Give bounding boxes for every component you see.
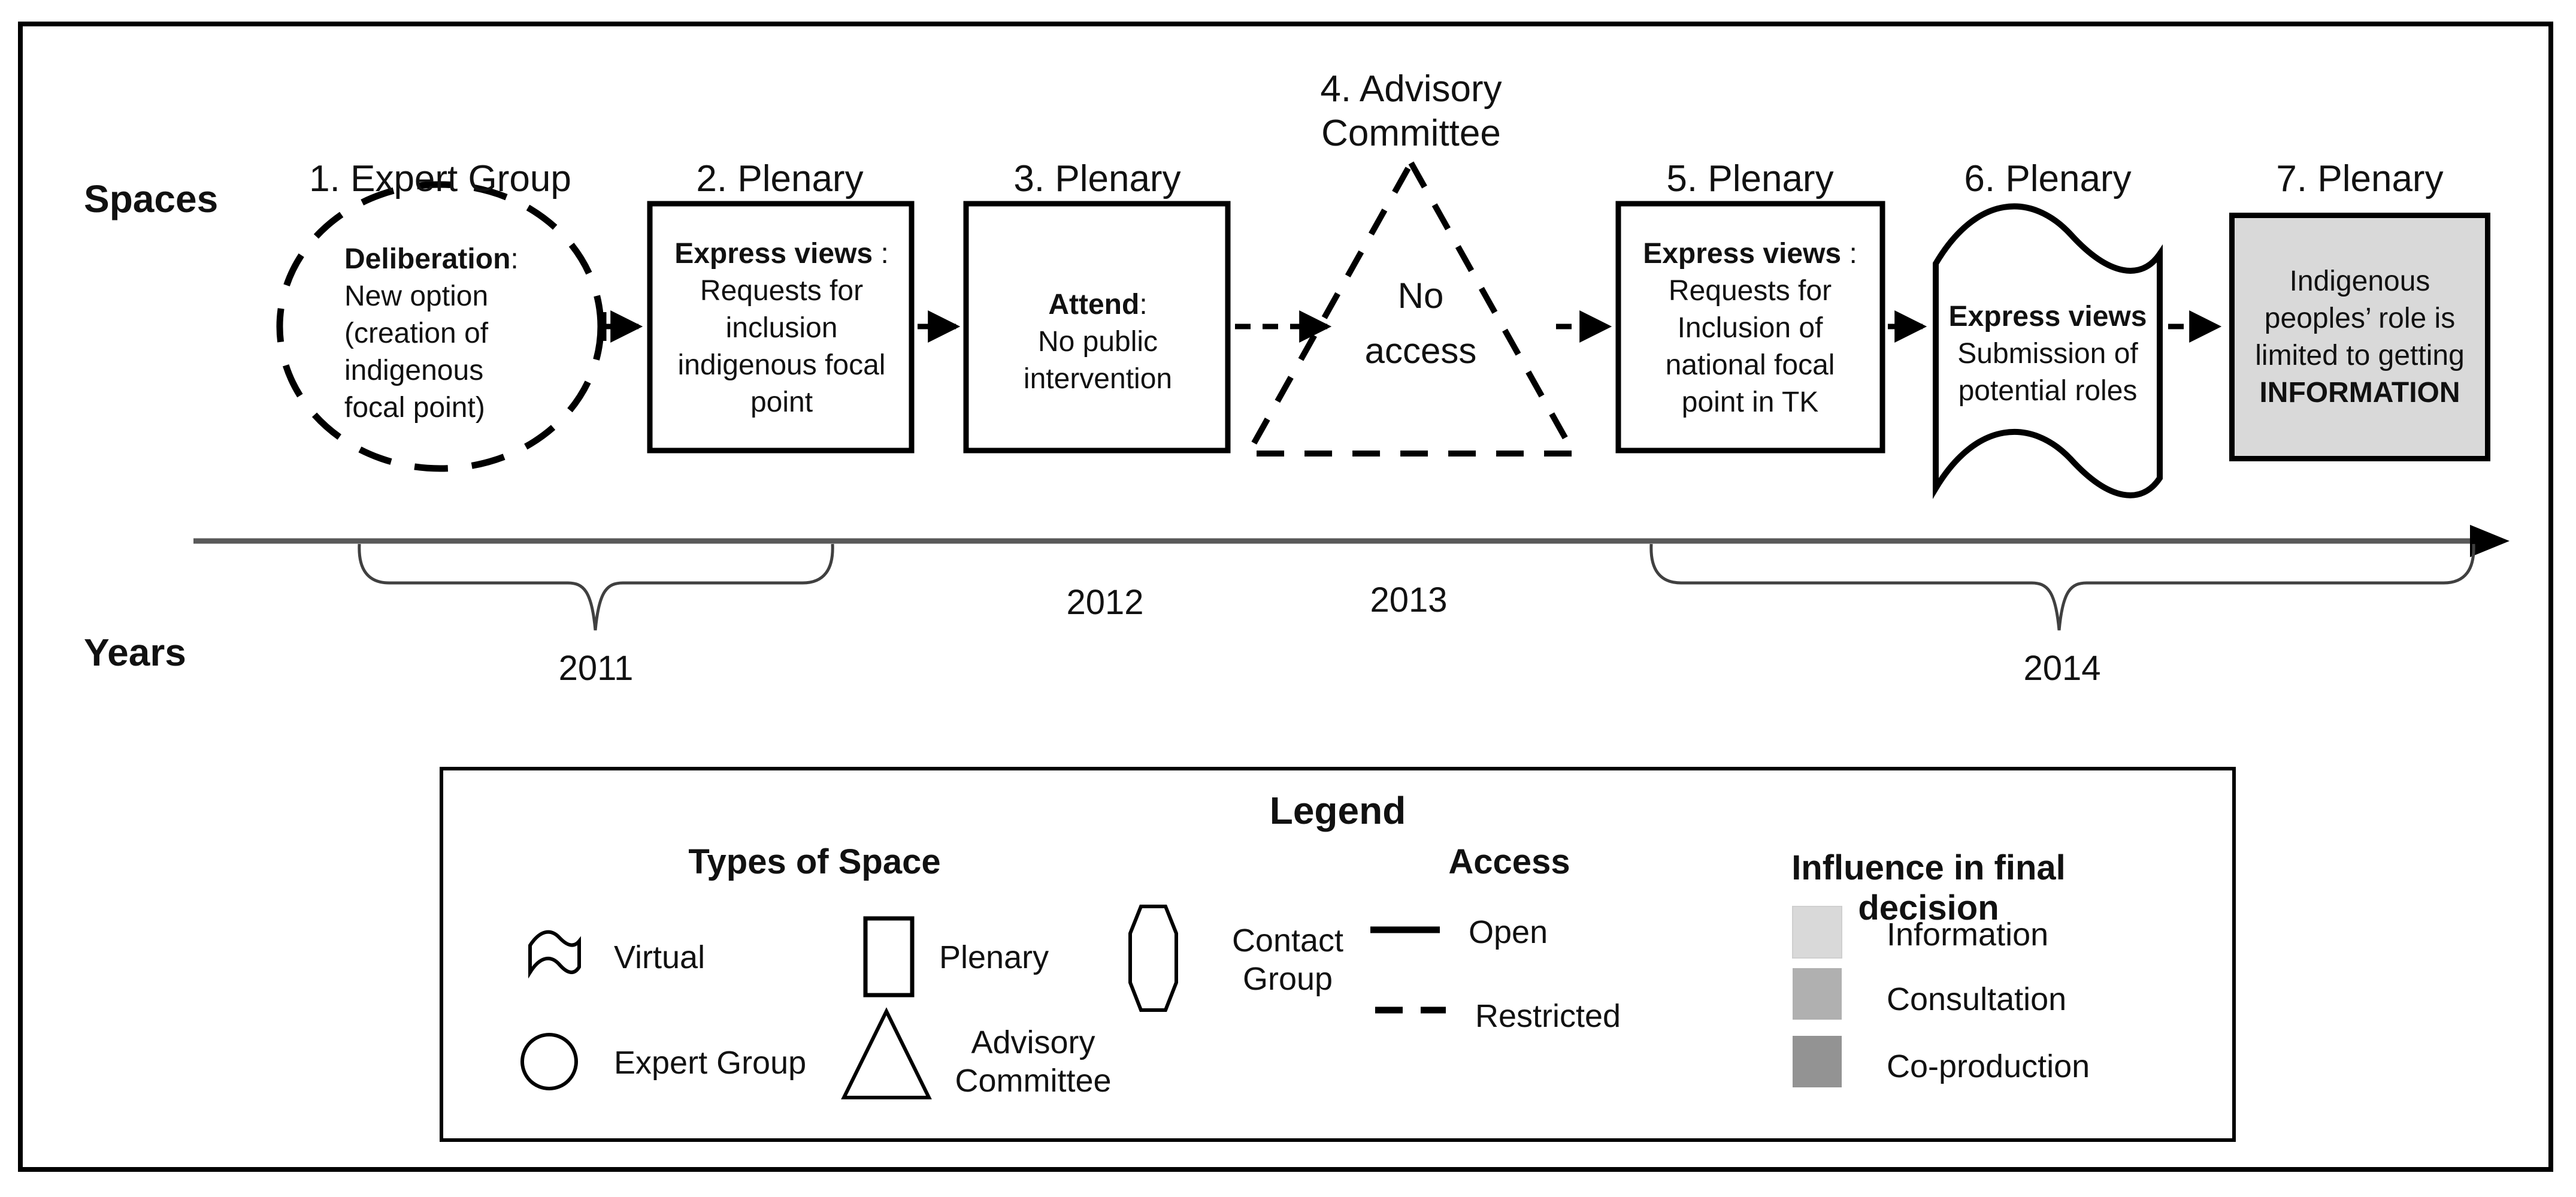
node5-body-text: Requests for Inclusion of national focal…	[1665, 275, 1835, 418]
years-axis-label: Years	[84, 631, 186, 674]
square-icon	[863, 916, 915, 998]
node4-title: 4. Advisory Committee	[1320, 68, 1502, 154]
legend-label-coproduction: Co-production	[1887, 1048, 2090, 1084]
legend-label-contact-group: Contact Group	[1231, 923, 1344, 997]
legend-label-restricted: Restricted	[1475, 998, 1621, 1034]
node3-plenary-box	[963, 201, 1231, 454]
legend-label-plenary: Plenary	[939, 939, 1049, 975]
node5-body: Express views : Requests for Inclusion o…	[1643, 238, 1857, 418]
node5-plenary-box	[1615, 201, 1885, 454]
triangle-icon	[841, 1007, 932, 1099]
influence-swatch-information	[1792, 906, 1842, 959]
node3-body: Attend: No public intervention	[1023, 289, 1173, 395]
flag-icon	[528, 930, 581, 979]
outer-frame	[18, 22, 2553, 1172]
legend-label-consultation: Consultation	[1887, 981, 2067, 1017]
node7-body-text: Indigenous peoples’ role is limited to g…	[2255, 265, 2465, 371]
legend-title: Legend	[1269, 789, 1406, 832]
node7-title: 7. Plenary	[2276, 158, 2444, 200]
node2-plenary-box	[647, 201, 915, 454]
influence-swatch-coproduction	[1793, 1036, 1842, 1087]
node7-emphasis: INFORMATION	[2259, 376, 2460, 409]
node7-information-box: Indigenous peoples’ role is limited to g…	[2229, 213, 2490, 461]
node1-body: Deliberation: New option (creation of in…	[344, 243, 519, 424]
node6-title: 6. Plenary	[1964, 158, 2132, 200]
year-2011: 2011	[558, 649, 634, 688]
year-2013: 2013	[1370, 581, 1448, 619]
node2-body-text: Requests for inclusion indigenous focal …	[677, 275, 886, 418]
node3-title: 3. Plenary	[1013, 158, 1181, 200]
node6-body: Express views Submission of potential ro…	[1948, 301, 2147, 407]
legend-label-expert-group: Expert Group	[614, 1045, 807, 1081]
legend-influence-heading: Influence in final decision	[1791, 848, 2066, 927]
node4-advisory-triangle	[1243, 156, 1579, 457]
year-2012: 2012	[1066, 583, 1144, 622]
legend-label-open: Open	[1469, 914, 1548, 950]
year-2014: 2014	[2023, 649, 2101, 688]
node1-title: 1. Expert Group	[309, 158, 571, 200]
legend-access-heading: Access	[1448, 842, 1570, 881]
legend-types-heading: Types of Space	[688, 842, 941, 881]
brace-2014	[1649, 543, 2475, 631]
timeline-arrowhead-icon	[2470, 525, 2510, 557]
hexagon-icon	[1128, 905, 1178, 1012]
node4-body: No access	[1364, 276, 1477, 371]
legend-label-information: Information	[1887, 917, 2049, 953]
circle-icon	[520, 1033, 578, 1090]
node3-body-text: No public intervention	[1023, 326, 1173, 395]
node2-body: Express views : Requests for inclusion i…	[674, 238, 889, 418]
spaces-axis-label: Spaces	[84, 177, 219, 220]
brace-2011	[358, 543, 834, 631]
node5-title: 5. Plenary	[1666, 158, 1834, 200]
legend-label-advisory-committee: Advisory Committee	[955, 1024, 1112, 1099]
node6-body-text: Submission of potential roles	[1957, 338, 2138, 407]
legend-box	[440, 767, 2236, 1142]
node1-body-text: New option (creation of indigenous focal…	[344, 280, 489, 424]
node2-title: 2. Plenary	[696, 158, 864, 200]
legend-label-virtual: Virtual	[614, 939, 706, 975]
node1-expert-group-ellipse	[276, 181, 604, 472]
influence-swatch-consultation	[1793, 968, 1842, 1020]
node6-wave-flag	[1933, 203, 2163, 499]
